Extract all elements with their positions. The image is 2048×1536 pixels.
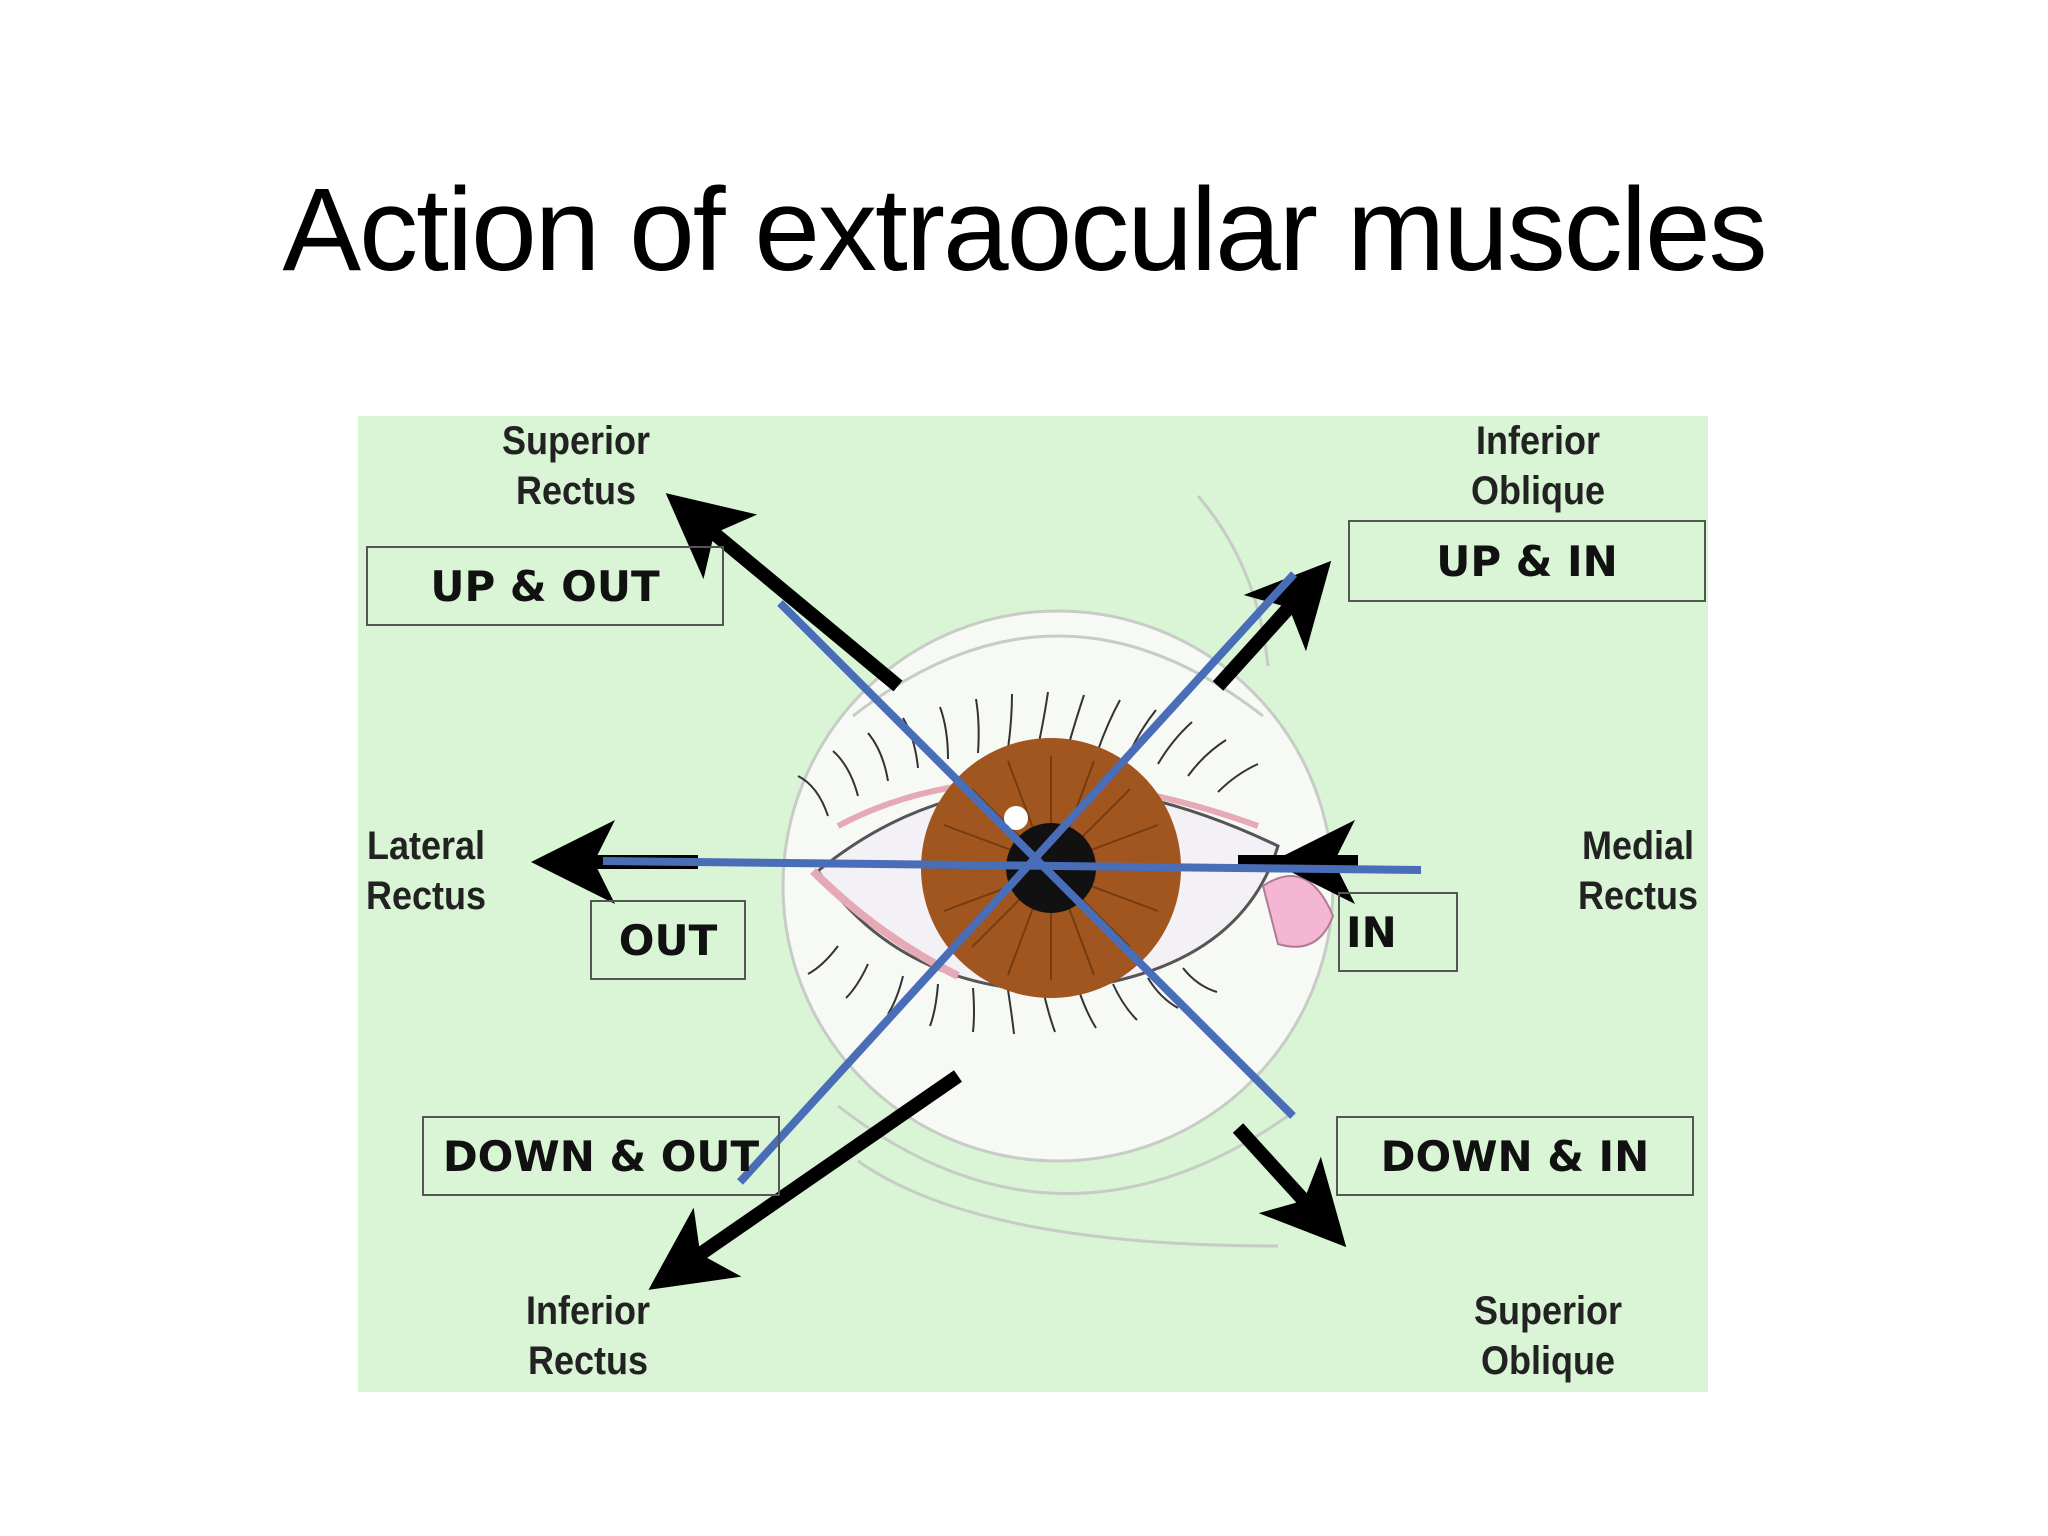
eye-diagram: Superior Rectus Inferior Oblique Lateral… <box>358 416 1708 1392</box>
label-superior-oblique: Superior Oblique <box>1449 1286 1647 1386</box>
direction-down-out: DOWN & OUT <box>422 1116 780 1196</box>
lateral-rectus-line2: Rectus <box>365 874 487 918</box>
pupil-highlight <box>1004 806 1028 830</box>
label-inferior-oblique: Inferior Oblique <box>1439 416 1637 516</box>
superior-rectus-line2: Rectus <box>515 469 637 513</box>
arrow-icon <box>531 493 1358 1290</box>
label-inferior-rectus: Inferior Rectus <box>489 1286 687 1386</box>
label-lateral-rectus: Lateral Rectus <box>354 821 498 921</box>
label-medial-rectus: Medial Rectus <box>1566 821 1710 921</box>
direction-up-out: UP & OUT <box>366 546 724 626</box>
inferior-oblique-line2: Oblique <box>1470 469 1605 513</box>
inferior-rectus-line2: Rectus <box>527 1339 649 1383</box>
label-superior-rectus: Superior Rectus <box>477 416 675 516</box>
direction-in: IN <box>1338 892 1458 972</box>
direction-up-in: UP & IN <box>1348 520 1706 602</box>
superior-oblique-line2: Oblique <box>1480 1339 1615 1383</box>
superior-rectus-line1: Superior <box>501 419 651 463</box>
slide-title: Action of extraocular muscles <box>282 164 1767 296</box>
medial-rectus-line2: Rectus <box>1577 874 1699 918</box>
direction-down-in: DOWN & IN <box>1336 1116 1694 1196</box>
direction-out: OUT <box>590 900 746 980</box>
eye-illustration <box>531 493 1422 1290</box>
inferior-rectus-line1: Inferior <box>525 1289 651 1333</box>
lateral-rectus-line1: Lateral <box>366 824 486 868</box>
superior-oblique-line1: Superior <box>1473 1289 1623 1333</box>
inferior-oblique-line1: Inferior <box>1475 419 1601 463</box>
upper-lashes <box>797 691 1259 817</box>
lower-lashes <box>807 945 1218 1035</box>
medial-rectus-line1: Medial <box>1581 824 1695 868</box>
action-lines <box>602 571 1422 1185</box>
